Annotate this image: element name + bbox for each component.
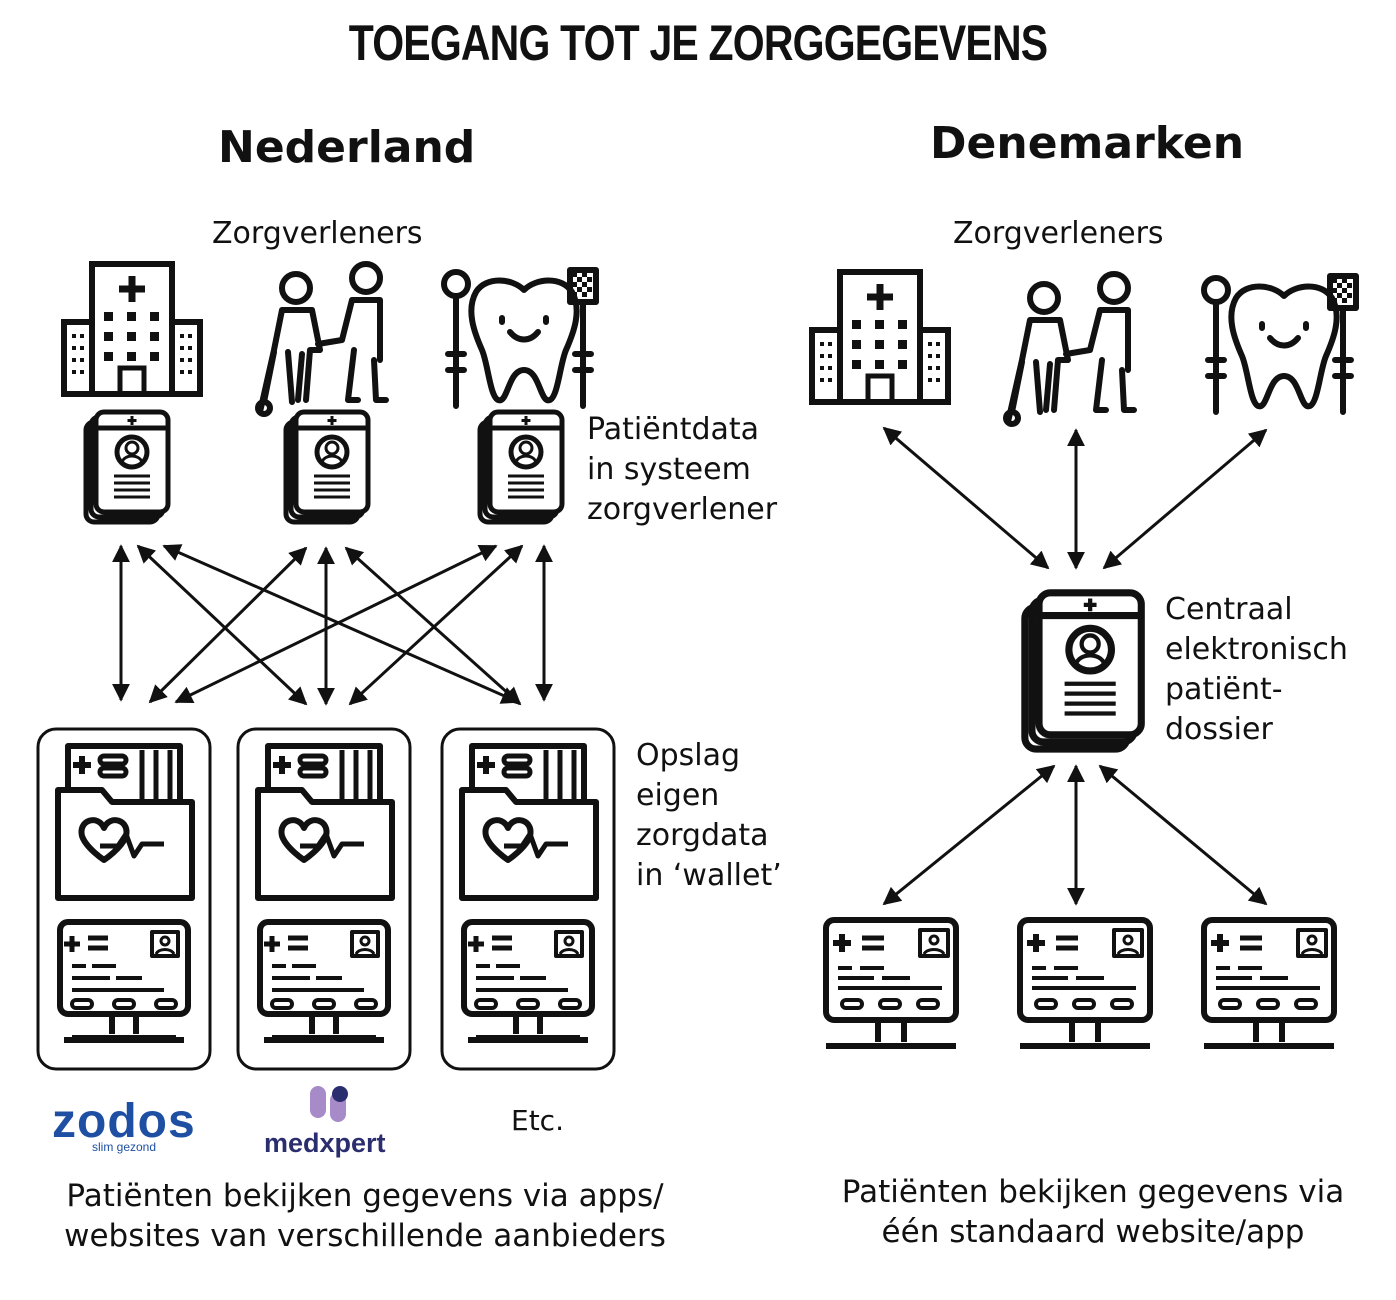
nl-arrows bbox=[112, 544, 553, 706]
dk-central-line-3: patiënt- bbox=[1165, 672, 1283, 707]
medxpert-mark-icon bbox=[310, 1086, 348, 1122]
dk-arrow-bottom-1 bbox=[882, 764, 1056, 906]
dk-monitor-icon-1 bbox=[826, 920, 956, 1046]
dk-caption: Patiënten bekijken gegevens via één stan… bbox=[800, 1172, 1386, 1252]
nl-arrow-8 bbox=[348, 544, 524, 706]
nl-patientdata-line-3: zorgverlener bbox=[587, 492, 778, 527]
dk-dentist-icon bbox=[1204, 276, 1356, 412]
nl-wallet-icon-1 bbox=[58, 746, 192, 1040]
nl-patientdata-line-1: Patiëntdata bbox=[587, 412, 760, 447]
nl-wallet-line-1: Opslag bbox=[636, 738, 741, 773]
nl-hospital-icon bbox=[64, 264, 200, 394]
nl-wallet-line-2: eigen bbox=[636, 778, 720, 813]
dk-central-line-4: dossier bbox=[1165, 712, 1273, 747]
dk-central-record-icon bbox=[1025, 593, 1141, 749]
nl-wallet-panel-3 bbox=[440, 727, 616, 1071]
dk-monitor-icon-2 bbox=[1020, 920, 1150, 1046]
nl-record-icon-2 bbox=[286, 412, 368, 522]
dk-central-line-2: elektronisch bbox=[1165, 632, 1348, 667]
nl-caption-line-2: websites van verschillende aanbieders bbox=[64, 1218, 666, 1254]
dk-caption-line-2: één standaard website/app bbox=[881, 1214, 1305, 1250]
nl-wallet-icon-2 bbox=[258, 746, 392, 1040]
etc-label: Etc. bbox=[511, 1104, 564, 1137]
dk-hospital-icon bbox=[812, 272, 948, 402]
main-title: TOEGANG TOT JE ZORGGEGEVENS bbox=[348, 15, 1048, 71]
nl-wallet-panel-2 bbox=[236, 727, 412, 1071]
nl-arrow-3 bbox=[162, 544, 520, 704]
dk-monitor-icon-3 bbox=[1204, 920, 1334, 1046]
nl-dentist-icon bbox=[444, 270, 596, 406]
nl-caption-line-1: Patiënten bekijken gegevens via apps/ bbox=[66, 1178, 664, 1214]
nl-record-icon-1 bbox=[86, 412, 168, 522]
medxpert-logo: medxpert bbox=[264, 1128, 386, 1158]
nl-patientdata-line-2: in systeem bbox=[587, 452, 751, 487]
nl-wallet-icon-3 bbox=[462, 746, 596, 1040]
nl-wallet-label: Opslag eigen zorgdata in ‘wallet’ bbox=[636, 736, 782, 896]
dk-caption-line-1: Patiënten bekijken gegevens via bbox=[841, 1174, 1345, 1210]
nl-caregiver-icon bbox=[258, 264, 386, 414]
heading-nederland: Nederland bbox=[218, 122, 476, 173]
nl-wallet-line-4: in ‘wallet’ bbox=[636, 858, 782, 893]
nl-wallet-panel-1 bbox=[36, 727, 212, 1071]
nl-arrow-4 bbox=[148, 546, 308, 704]
nl-arrow-7 bbox=[174, 544, 498, 704]
nl-record-icon-3 bbox=[480, 412, 562, 522]
nl-caption: Patiënten bekijken gegevens via apps/ we… bbox=[10, 1176, 720, 1256]
dk-arrows bbox=[882, 426, 1268, 906]
zodos-tagline: slim gezond bbox=[92, 1140, 157, 1154]
dk-arrow-bottom-3 bbox=[1098, 764, 1268, 906]
zodos-logo: zodos bbox=[52, 1095, 196, 1148]
dk-arrow-top-3 bbox=[1102, 428, 1268, 570]
nl-wallet-line-3: zorgdata bbox=[636, 818, 769, 853]
dk-central-line-1: Centraal bbox=[1165, 592, 1293, 627]
dk-arrow-top-1 bbox=[882, 426, 1050, 570]
heading-denemarken: Denemarken bbox=[930, 118, 1245, 169]
nl-providers-label: Zorgverleners bbox=[212, 216, 423, 251]
dk-providers-label: Zorgverleners bbox=[953, 216, 1164, 251]
dk-central-label: Centraal elektronisch patiënt- dossier bbox=[1165, 590, 1348, 750]
dk-caregiver-icon bbox=[1006, 274, 1134, 424]
nl-patientdata-label: Patiëntdata in systeem zorgverlener bbox=[587, 410, 777, 530]
